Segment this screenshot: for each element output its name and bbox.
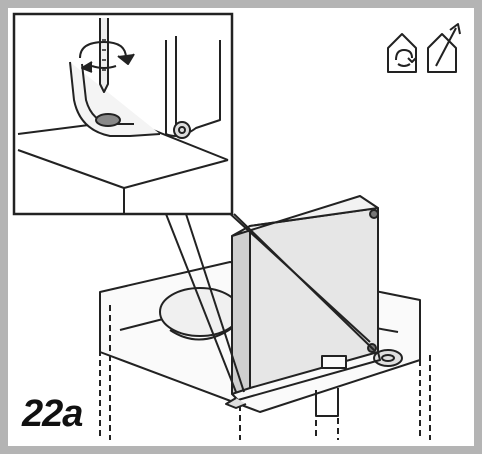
step-number-label: 22a xyxy=(20,393,85,435)
detail-inset xyxy=(12,12,234,216)
zoom-connector-lines xyxy=(165,209,375,393)
recirculation-mode-icon xyxy=(387,33,417,73)
filter-box xyxy=(225,195,381,409)
extraction-mode-icon xyxy=(427,23,461,73)
